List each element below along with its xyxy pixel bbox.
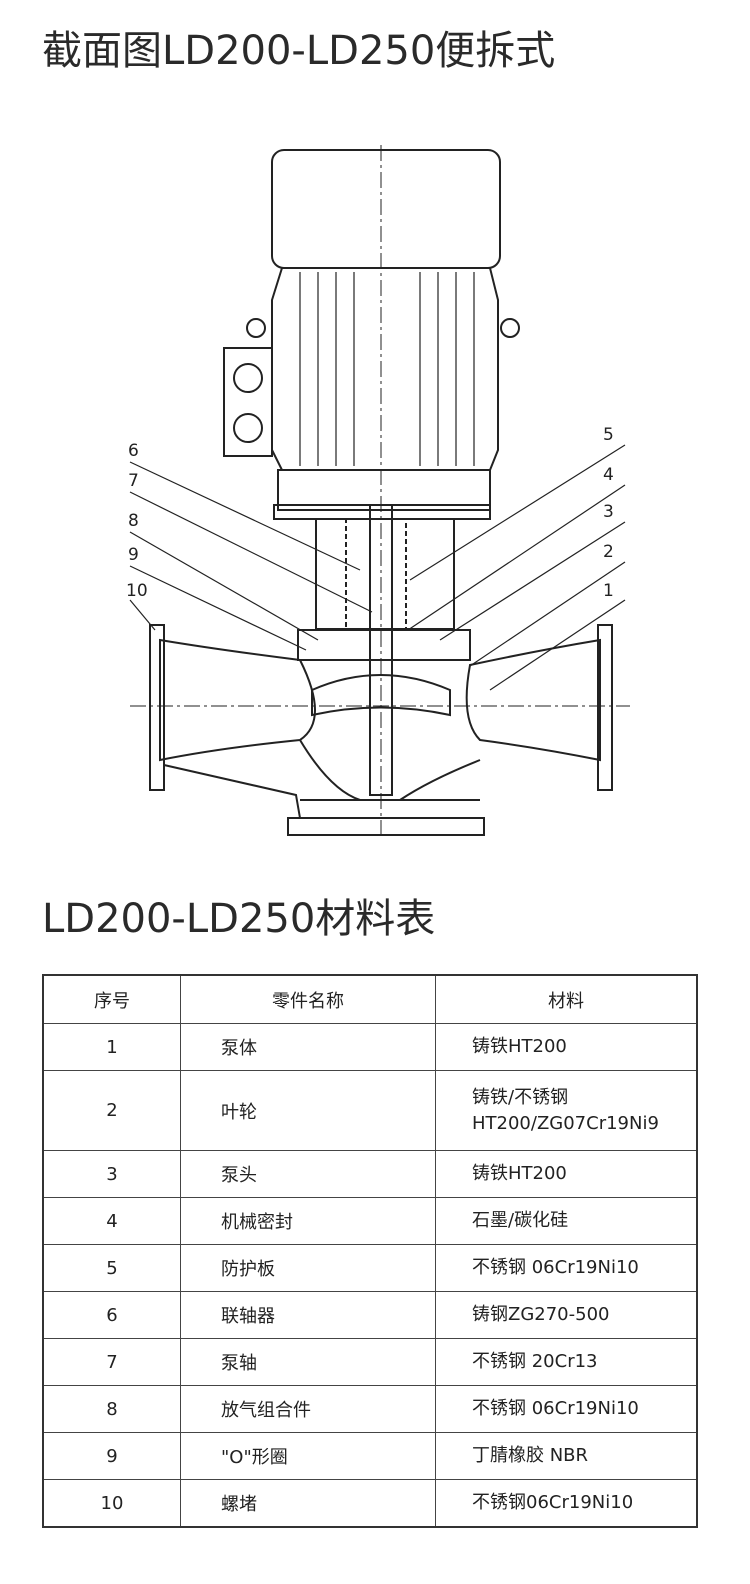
row-no: 2 [42,1070,181,1151]
row-material: 不锈钢 06Cr19Ni10 [435,1385,698,1433]
header-material: 材料 [435,974,698,1024]
row-material: 丁腈橡胶 NBR [435,1432,698,1480]
row-no: 3 [42,1150,181,1198]
impeller [311,674,451,717]
row-part-name: 泵体 [180,1023,436,1071]
row-part-name: 螺堵 [180,1479,436,1528]
callout-7: 7 [128,471,139,491]
inlet-passage [159,638,316,762]
row-no: 8 [42,1385,181,1433]
base [287,799,485,836]
pump-head [297,629,471,661]
row-no: 4 [42,1197,181,1245]
terminal-box [223,347,273,457]
row-part-name: 机械密封 [180,1197,436,1245]
lifting-eye-left [246,318,266,338]
inlet-flange [149,624,165,791]
outlet-flange [597,624,613,791]
callout-1: 1 [603,581,614,601]
row-part-name: "O"形圈 [180,1432,436,1480]
row-part-name: 联轴器 [180,1291,436,1339]
row-material: 石墨/碳化硅 [435,1197,698,1245]
material-line-1: 铸铁/不锈钢 [472,1086,569,1108]
motor-fan-cover [271,149,501,269]
callout-9: 9 [128,545,139,565]
leader-lines [129,444,626,691]
pump-cross-section-diagram: 6 7 8 9 10 5 4 3 2 1 [126,145,630,840]
row-part-name: 叶轮 [180,1070,436,1151]
row-no: 6 [42,1291,181,1339]
row-part-name: 泵轴 [180,1338,436,1386]
coupling [345,518,407,630]
row-no: 5 [42,1244,181,1292]
center-lines [130,145,630,840]
callout-4: 4 [603,465,614,485]
motor-fins [299,272,475,466]
callout-2: 2 [603,542,614,562]
row-no: 10 [42,1479,181,1528]
row-material: 不锈钢06Cr19Ni10 [435,1479,698,1528]
pump-body [299,739,481,801]
callout-6: 6 [128,441,139,461]
diagram-title: 截面图LD200-LD250便拆式 [42,28,556,74]
row-part-name: 防护板 [180,1244,436,1292]
callout-5: 5 [603,425,614,445]
row-material: 铸铁HT200 [435,1150,698,1198]
row-material: 铸铁HT200 [435,1023,698,1071]
row-no: 1 [42,1023,181,1071]
callout-10: 10 [126,581,148,601]
table-title: LD200-LD250材料表 [42,896,436,942]
row-material: 铸钢ZG270-500 [435,1291,698,1339]
motor-flange [277,469,491,511]
row-part-name: 泵头 [180,1150,436,1198]
row-material: 不锈钢 20Cr13 [435,1338,698,1386]
row-no: 7 [42,1338,181,1386]
material-line-2: HT200/ZG07Cr19Ni9 [472,1112,659,1134]
outlet-passage [465,638,601,762]
row-part-name: 放气组合件 [180,1385,436,1433]
header-part-name: 零件名称 [180,974,436,1024]
motor-body [271,267,499,471]
callout-8: 8 [128,511,139,531]
table-row: 9"O"形圈丁腈橡胶 NBR [42,1432,698,1480]
lifting-eye-right [500,318,520,338]
table-header-row: 序号 零件名称 材料 [42,974,698,1024]
row-material: 铸铁/不锈钢 HT200/ZG07Cr19Ni9 [435,1070,698,1151]
row-no: 9 [42,1432,181,1480]
header-no: 序号 [42,974,181,1024]
row-material: 不锈钢 06Cr19Ni10 [435,1244,698,1292]
callout-3: 3 [603,502,614,522]
